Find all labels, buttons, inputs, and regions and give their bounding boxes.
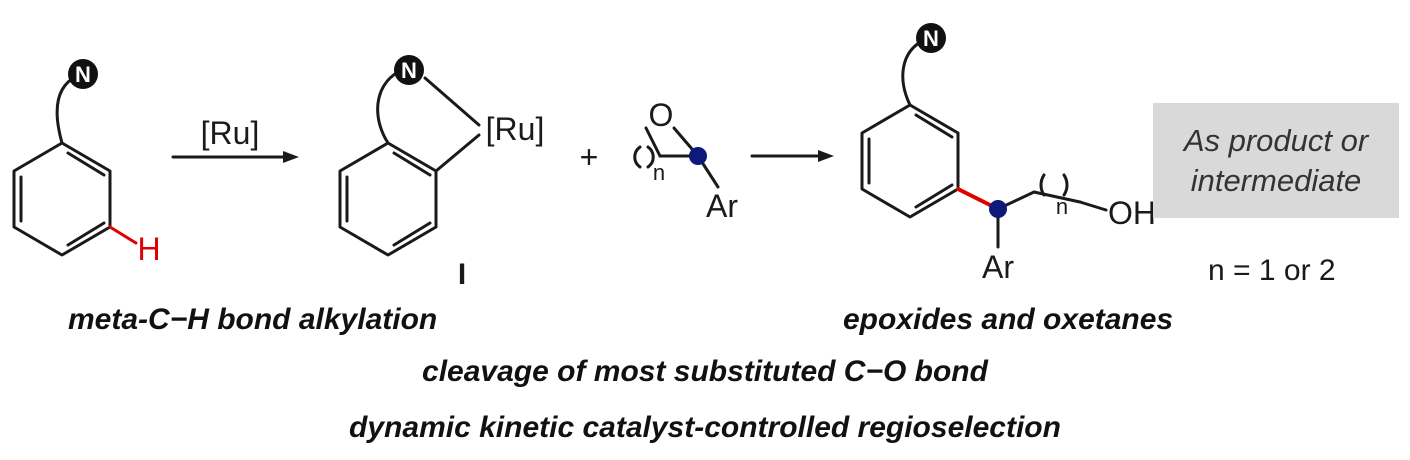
reaction-arrow-2 <box>750 150 834 162</box>
oxygen-label: O <box>649 97 674 133</box>
n-circle-intermediate: N <box>394 55 424 85</box>
note-box: As product or intermediate <box>1153 103 1399 218</box>
n-label-intermediate: N <box>401 58 417 83</box>
meta-c-h-bond <box>108 225 138 245</box>
n-circle-product: N <box>916 23 946 53</box>
caption-line-2: dynamic kinetic catalyst-controlled regi… <box>349 411 1061 444</box>
note-line-1: As product or <box>1183 122 1369 158</box>
subscript-n-epoxide: n <box>653 160 665 185</box>
ruthenacycle-intermediate <box>338 70 481 257</box>
stereocenter-dot-product <box>989 200 1007 218</box>
intermediate-label: I <box>458 258 466 291</box>
aryl-label-product: Ar <box>982 249 1014 285</box>
caption-left: meta-C−H bond alkylation <box>68 303 438 336</box>
starting-arene <box>12 74 112 257</box>
note-line-2: intermediate <box>1190 162 1362 198</box>
subscript-n-product: n <box>1056 194 1068 219</box>
reagent-label: [Ru] <box>201 115 260 151</box>
caption-right: epoxides and oxetanes <box>843 303 1174 336</box>
n-circle-start: N <box>68 59 98 89</box>
reaction-arrow-1 <box>171 151 299 163</box>
product-side-chain <box>996 173 1108 249</box>
plus-sign: + <box>580 139 599 175</box>
n-label-product: N <box>923 26 939 51</box>
hydrogen-label: H <box>137 231 160 267</box>
intermediate-metal-label: [Ru] <box>486 111 545 147</box>
reaction-scheme: N N N H [Ru] [Ru] + O n Ar Ar n OH I <box>12 23 1156 291</box>
n-label-start: N <box>75 62 91 87</box>
aryl-label-epoxide: Ar <box>706 188 738 224</box>
caption-line-1: cleavage of most substituted C−O bond <box>422 355 988 388</box>
hydroxyl-label: OH <box>1108 195 1156 231</box>
n-condition: n = 1 or 2 <box>1208 254 1336 287</box>
product-arene <box>860 38 960 219</box>
stereocenter-dot-epoxide <box>689 147 707 165</box>
